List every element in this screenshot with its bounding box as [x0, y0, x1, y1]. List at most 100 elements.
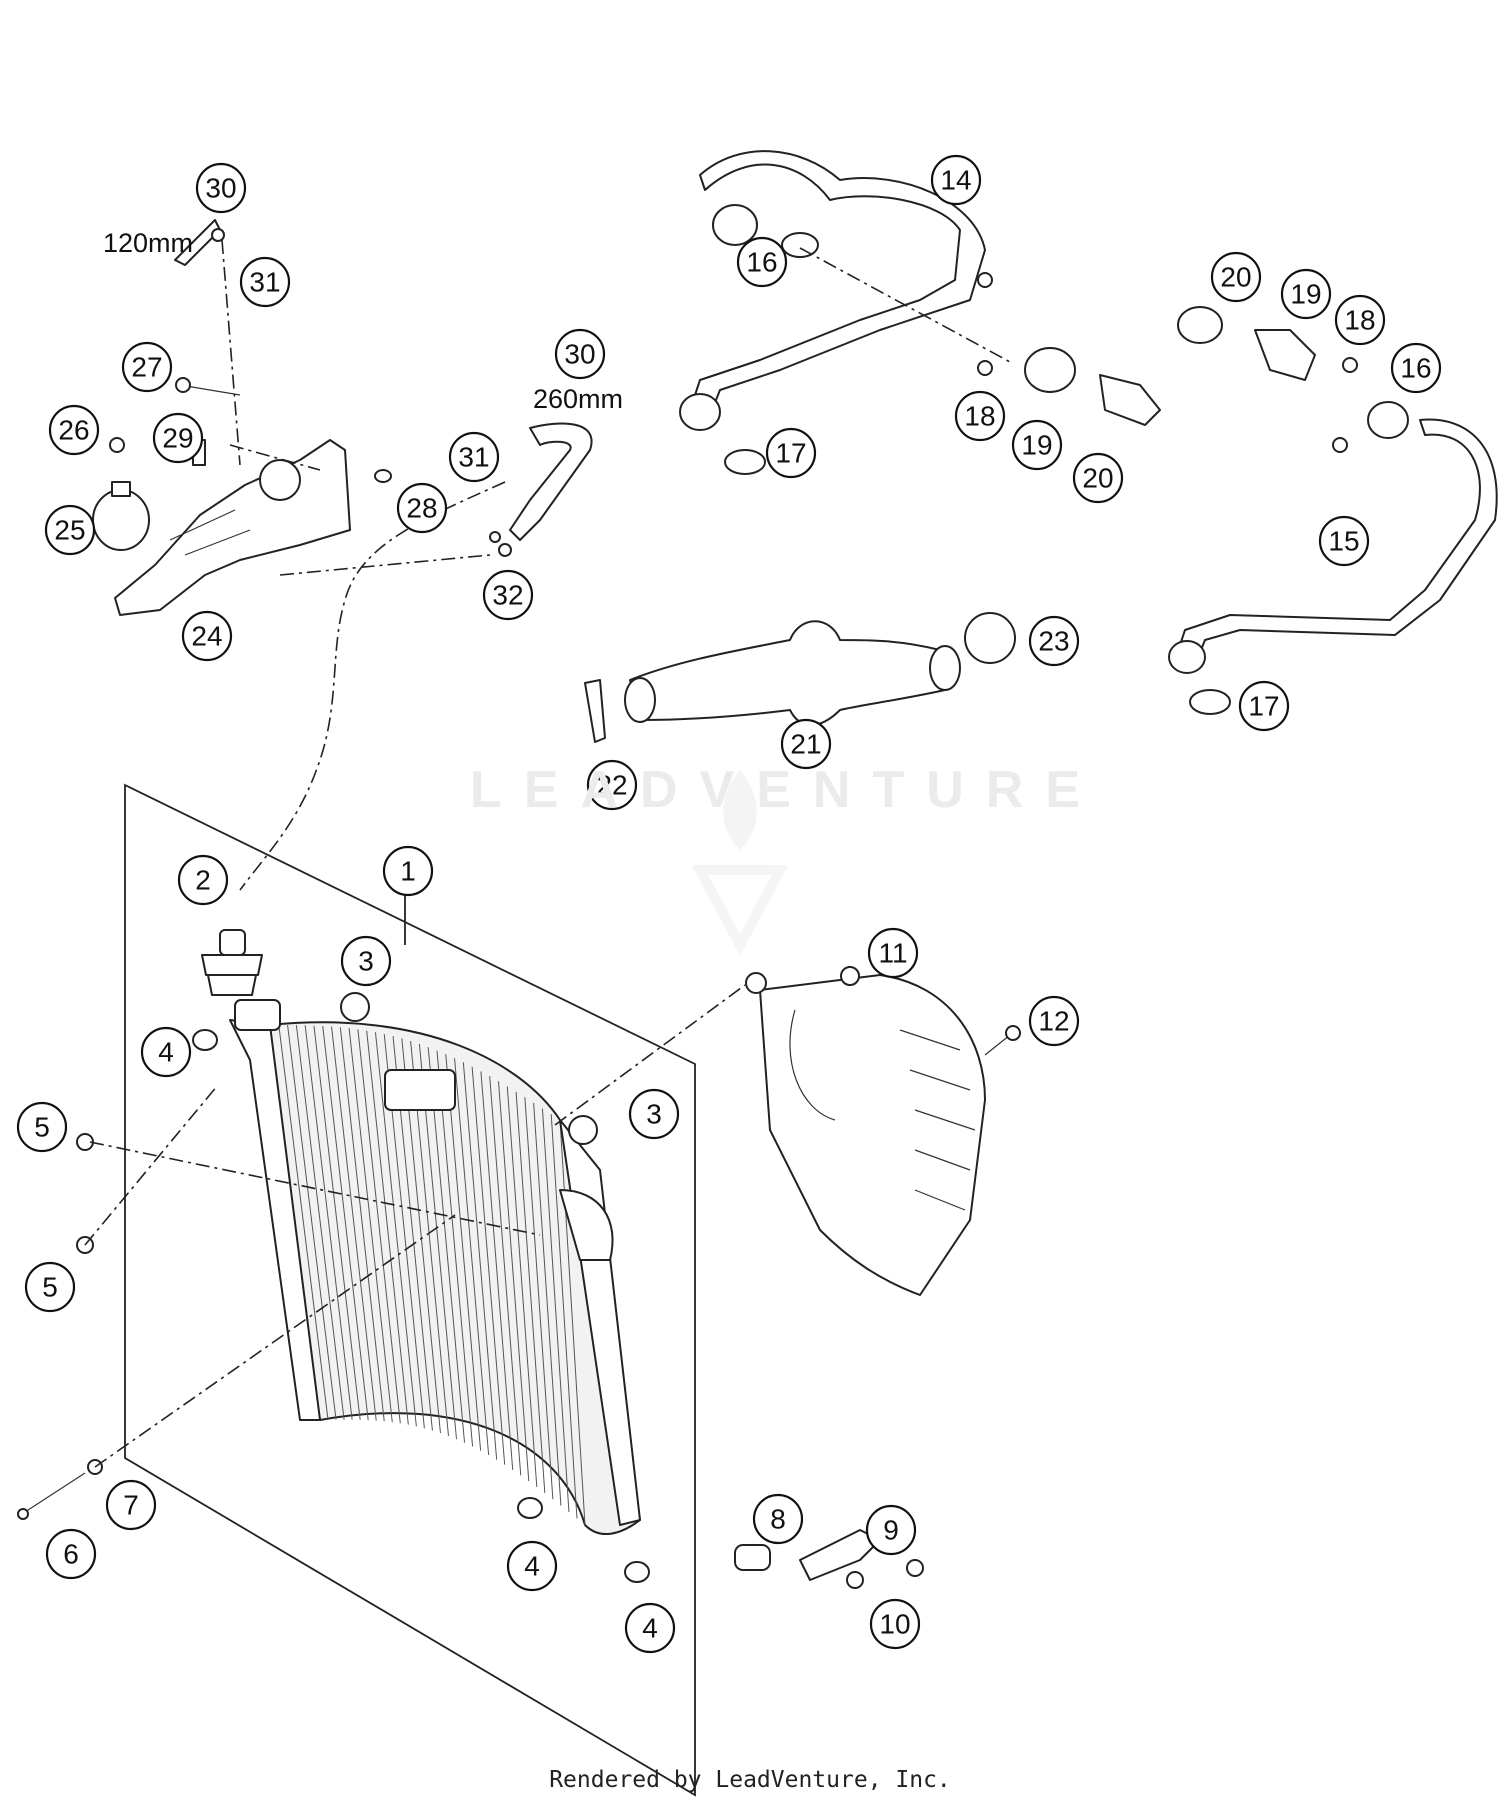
- callout-17: 17: [765, 427, 817, 479]
- svg-text:4: 4: [158, 1037, 174, 1068]
- thermostat-housing: [977, 272, 1358, 453]
- hose-length-120mm: 120mm: [103, 228, 193, 258]
- svg-text:21: 21: [790, 729, 821, 760]
- radiator-fin: [541, 1108, 570, 1513]
- radiator-fin: [374, 1032, 417, 1427]
- radiator-fin: [524, 1097, 554, 1500]
- callout-30: 30: [195, 162, 247, 214]
- callout-1: 1: [382, 845, 434, 897]
- callout-24: 24: [181, 610, 233, 662]
- leader-lines: [84, 239, 1011, 1468]
- radiator-fin: [515, 1091, 546, 1494]
- radiator-fin: [427, 1047, 466, 1443]
- svg-text:23: 23: [1038, 626, 1069, 657]
- radiator-fin: [339, 1027, 385, 1422]
- radiator-fin: [331, 1026, 377, 1421]
- callout-16b: 16: [1390, 342, 1442, 394]
- svg-text:12: 12: [1038, 1006, 1069, 1037]
- callout-28: 28: [396, 482, 448, 534]
- callout-19b: 19: [1280, 268, 1332, 320]
- callout-16: 16: [736, 236, 788, 288]
- svg-text:19: 19: [1290, 279, 1321, 310]
- svg-text:16: 16: [746, 247, 777, 278]
- callout-31b: 31: [448, 431, 500, 483]
- callout-8: 8: [752, 1493, 804, 1545]
- radiator-fin: [287, 1025, 337, 1420]
- overflow-hoses: [174, 219, 593, 557]
- callout-18: 18: [954, 390, 1006, 442]
- watermark-logo: [691, 770, 789, 956]
- svg-text:7: 7: [123, 1490, 139, 1521]
- footer-credit: Rendered by LeadVenture, Inc.: [549, 1767, 951, 1793]
- callout-14: 14: [930, 154, 982, 206]
- callout-7: 7: [105, 1479, 157, 1531]
- radiator-fin: [445, 1054, 482, 1451]
- svg-text:31: 31: [249, 267, 280, 298]
- radiator-fin: [489, 1076, 522, 1476]
- svg-text:22: 22: [596, 770, 627, 801]
- radiator-assembly-frame: [124, 783, 696, 1797]
- callout-18b: 18: [1334, 294, 1386, 346]
- hose-end: [624, 677, 656, 723]
- radiator-fin: [357, 1029, 401, 1424]
- svg-text:16: 16: [1400, 353, 1431, 384]
- radiator-fin: [506, 1086, 538, 1488]
- watermark-text: LEADVENTURE: [470, 761, 1103, 819]
- callout-32: 32: [482, 569, 534, 621]
- hose-length-260mm: 260mm: [533, 384, 623, 414]
- svg-text:3: 3: [646, 1099, 662, 1130]
- callout-22: 22: [586, 759, 638, 811]
- callout-3: 3: [340, 935, 392, 987]
- svg-text:30: 30: [205, 173, 236, 204]
- hose-end: [679, 393, 721, 431]
- callout-30b: 30: [554, 328, 606, 380]
- radiator-fin: [454, 1058, 490, 1456]
- svg-text:24: 24: [191, 621, 222, 652]
- hose-middle: [629, 620, 946, 726]
- radiator-fin: [559, 1119, 586, 1526]
- hose-clip: [584, 679, 606, 743]
- callout-11: 11: [867, 927, 919, 979]
- callout-3b: 3: [628, 1088, 680, 1140]
- callout-23: 23: [1028, 615, 1080, 667]
- radiator-fin: [471, 1066, 506, 1465]
- callout-21: 21: [780, 718, 832, 770]
- svg-text:17: 17: [1248, 691, 1279, 722]
- callout-4c: 4: [624, 1602, 676, 1654]
- svg-text:17: 17: [775, 438, 806, 469]
- radiator-fin: [278, 1024, 329, 1420]
- radiator-fin: [295, 1025, 345, 1420]
- callout-17b: 17: [1238, 680, 1290, 732]
- screw: [984, 1025, 1021, 1056]
- callout-2: 2: [177, 854, 229, 906]
- hose-end: [929, 645, 961, 691]
- reservoir-hardware: [109, 377, 392, 483]
- svg-text:9: 9: [883, 1515, 899, 1546]
- svg-text:20: 20: [1220, 262, 1251, 293]
- radiator-fin: [480, 1071, 514, 1470]
- radiator: [229, 999, 641, 1536]
- radiator-fin: [497, 1081, 530, 1482]
- radiator-fin: [533, 1102, 562, 1506]
- callout-31: 31: [239, 256, 291, 308]
- hose-clamps: [724, 232, 1409, 715]
- callout-15: 15: [1318, 515, 1370, 567]
- callout-27: 27: [121, 341, 173, 393]
- svg-text:8: 8: [770, 1504, 786, 1535]
- svg-text:19: 19: [1021, 430, 1052, 461]
- callout-20: 20: [1072, 452, 1124, 504]
- svg-text:28: 28: [406, 493, 437, 524]
- radiator-fin: [366, 1030, 409, 1425]
- callout-19: 19: [1011, 419, 1063, 471]
- svg-text:26: 26: [58, 415, 89, 446]
- svg-text:5: 5: [42, 1272, 58, 1303]
- radiator-cap: [201, 929, 263, 996]
- bolts: [17, 1133, 103, 1520]
- callout-26: 26: [48, 404, 100, 456]
- svg-text:10: 10: [879, 1609, 910, 1640]
- hose-end: [712, 204, 758, 246]
- radiator-fin: [313, 1025, 361, 1420]
- svg-text:18: 18: [1344, 305, 1375, 336]
- callout-5b: 5: [24, 1261, 76, 1313]
